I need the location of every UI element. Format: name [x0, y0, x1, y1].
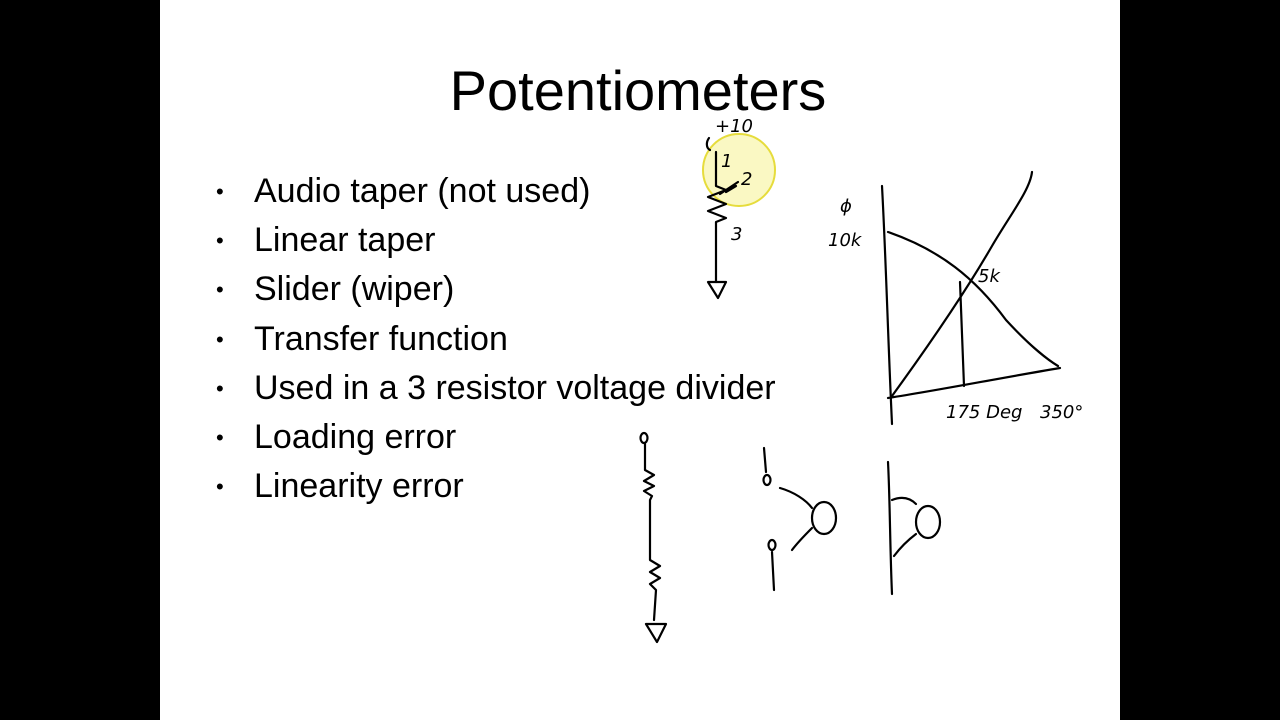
- pot-resistor-body: [706, 150, 728, 284]
- pot-pin-1-label: 1: [721, 151, 732, 172]
- bullet-marker: •: [216, 375, 224, 401]
- bullet-marker: •: [216, 228, 224, 254]
- pot-ground-symbol: [706, 280, 728, 300]
- bullet-item: • Audio taper (not used): [216, 167, 776, 216]
- graph-x-axis: [886, 366, 1062, 400]
- rheostat-upper-arm: [890, 496, 918, 506]
- bullet-marker: •: [216, 277, 224, 303]
- switch-lower-arm: [790, 526, 814, 552]
- divider-ground-symbol: [644, 622, 668, 644]
- bullet-item: • Used in a 3 resistor voltage divider: [216, 364, 776, 413]
- voltage-divider-sketch: [639, 431, 668, 644]
- bullet-marker: •: [216, 326, 224, 352]
- bullet-text: Loading error: [254, 417, 457, 456]
- crossover-label: 5k: [978, 266, 1001, 287]
- bullet-text: Slider (wiper): [254, 270, 455, 309]
- presentation-slide: Potentiometers • Audio taper (not used) •…: [160, 0, 1120, 720]
- bullet-marker: •: [216, 474, 224, 500]
- slide-title: Potentiometers: [449, 59, 827, 122]
- rheostat-pivot-circle: [914, 504, 942, 540]
- bullet-text: Used in a 3 resistor voltage divider: [254, 368, 776, 407]
- switch-pivot-circle: [810, 500, 838, 536]
- graph-y-axis: [880, 184, 894, 426]
- switch-upper-arm: [778, 486, 814, 510]
- switch-top-contact: [762, 473, 772, 487]
- transfer-function-sketch: ϕ 10k 5k 175 Deg 350°: [828, 170, 1083, 426]
- pot-wiper-arrow: [718, 180, 740, 196]
- pot-pin-2-label: 2: [741, 169, 752, 190]
- bullet-text: Linear taper: [254, 221, 436, 260]
- potentiometer-symbol: +10 1 2 3: [705, 116, 753, 300]
- pot-top-terminal: [705, 136, 712, 152]
- bullet-text: Linearity error: [254, 467, 464, 506]
- mid-angle-label: 175 Deg: [946, 402, 1022, 423]
- rheostat-sketch: [886, 460, 942, 596]
- graph-rising-line: [890, 170, 1034, 398]
- bullet-list: • Audio taper (not used) • Linear taper • S…: [216, 167, 776, 511]
- resistance-label: 10k: [828, 230, 863, 251]
- phi-label: ϕ: [840, 196, 852, 217]
- wiper-switch-sketch: [762, 446, 838, 592]
- graph-falling-line: [886, 230, 1060, 368]
- bullet-text: Transfer function: [254, 319, 508, 358]
- switch-bottom-contact: [767, 538, 777, 552]
- max-angle-label: 350°: [1040, 402, 1083, 423]
- bullet-item: • Slider (wiper): [216, 265, 776, 314]
- rheostat-lead: [886, 460, 894, 596]
- rheostat-lower-arm: [892, 532, 918, 558]
- pot-top-label: +10: [715, 116, 753, 137]
- divider-top-terminal: [639, 431, 649, 445]
- bullet-marker: •: [216, 424, 224, 450]
- graph-midpoint-drop: [958, 280, 966, 388]
- bullet-item: • Linearity error: [216, 462, 776, 511]
- switch-top-lead: [762, 446, 768, 474]
- bullet-item: • Transfer function: [216, 315, 776, 364]
- bullet-item: • Loading error: [216, 413, 776, 462]
- switch-bottom-lead: [770, 550, 776, 592]
- bullet-item: • Linear taper: [216, 216, 776, 265]
- divider-resistors: [642, 442, 662, 622]
- bullet-marker: •: [216, 179, 224, 204]
- bullet-text: Audio taper (not used): [254, 172, 591, 210]
- pot-pin-3-label: 3: [731, 224, 742, 245]
- handwritten-annotations: +10 1 2 3 ϕ 10k 5k 175 Deg 350°: [639, 116, 1083, 644]
